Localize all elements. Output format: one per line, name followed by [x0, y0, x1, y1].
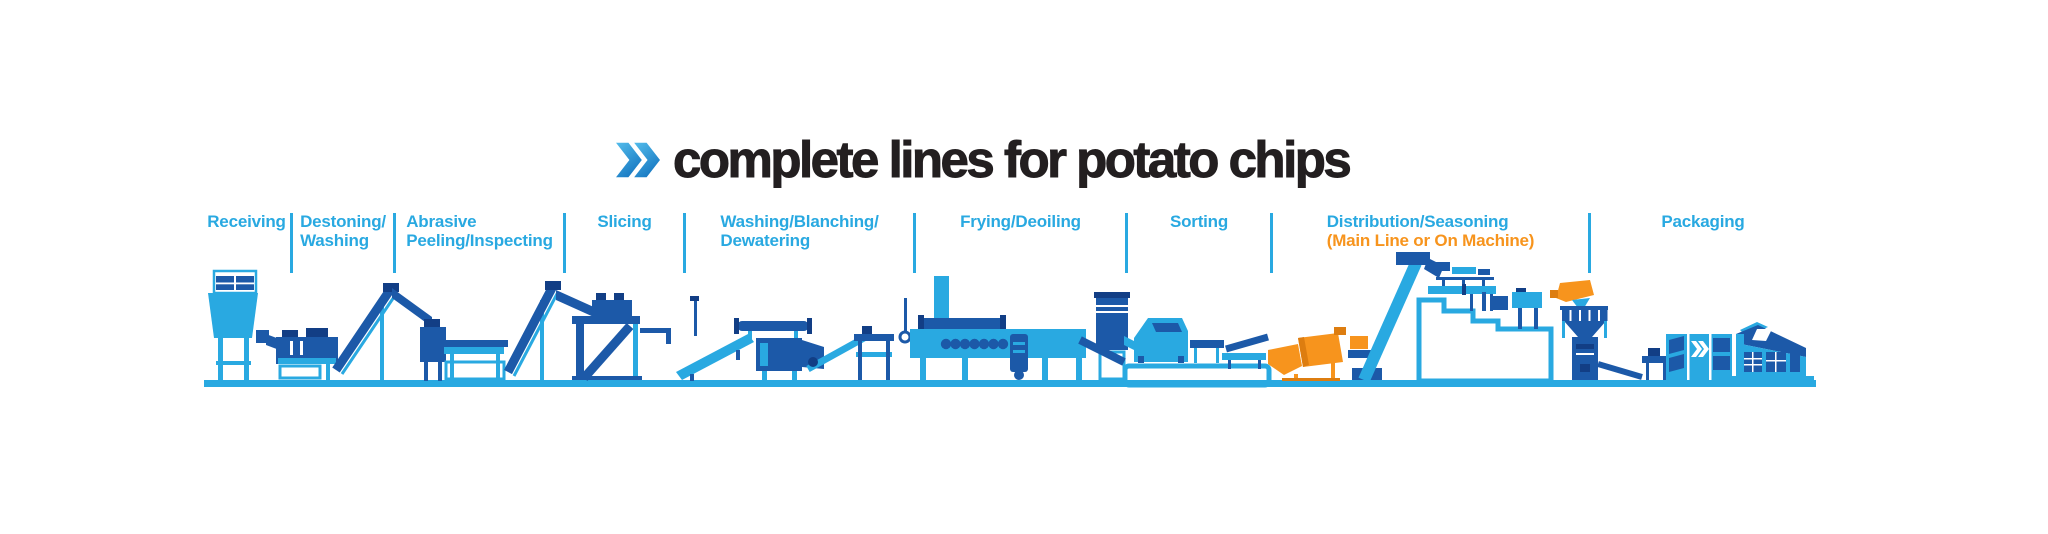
- stage-divider: [683, 213, 686, 273]
- optical-sorter: [1124, 318, 1188, 363]
- stage-label-distribution-seasoning: Distribution/Seasoning(Main Line or On M…: [1273, 212, 1588, 250]
- stage-divider: [1270, 213, 1273, 273]
- on-machine-seasoning-units: [1482, 288, 1542, 329]
- stage-line2: (Main Line or On Machine): [1326, 231, 1535, 250]
- slicer-station: [556, 290, 671, 381]
- destoning-washing-machine: [266, 328, 338, 381]
- stage-label-destoning-washing: Destoning/Washing: [293, 212, 393, 250]
- mezzanine-platform-outline: [1416, 297, 1554, 384]
- flow-wrapper-machine: [1730, 322, 1814, 381]
- stage-divider: [1588, 213, 1591, 273]
- stage-line1: Destoning/: [300, 212, 386, 231]
- stage-divider: [290, 213, 293, 273]
- diagram-title: complete lines for potato chips: [672, 131, 1352, 188]
- washing-blanching-machine: [734, 318, 866, 381]
- stage-label-packaging: Packaging: [1591, 212, 1815, 231]
- stage-divider: [563, 213, 566, 273]
- stage-line1: Washing/Blanching/: [720, 212, 879, 231]
- receiving-hopper: [208, 269, 269, 381]
- double-chevron-icon: [616, 142, 660, 177]
- dewatering-shaker: [854, 326, 894, 380]
- inspection-conveyor: [440, 340, 508, 381]
- elevator-conveyor: [1348, 252, 1444, 383]
- stage-line2: Peeling/Inspecting: [406, 231, 553, 250]
- stage-divider: [913, 213, 916, 273]
- ground-line: [204, 380, 1816, 387]
- incline-conveyor-1: [332, 283, 399, 380]
- stage-line2: Dewatering: [720, 231, 811, 250]
- stage-label-slicing: Slicing: [566, 212, 683, 231]
- salt-hopper-tower: [1094, 292, 1130, 381]
- stage-line1: Frying/Deoiling: [960, 212, 1081, 231]
- diagram-header: complete lines for potato chips: [616, 131, 1352, 188]
- abrasive-peeler: [392, 288, 446, 381]
- stage-line1: Abrasive: [406, 212, 477, 231]
- incline-conveyor-2: [504, 281, 561, 380]
- stage-label-receiving: Receiving: [203, 212, 290, 231]
- stage-label-frying-deoiling: Frying/Deoiling: [916, 212, 1125, 231]
- stage-line2: Washing: [300, 231, 369, 250]
- stage-line1: Receiving: [207, 212, 286, 231]
- case-packer-cabinets: [1666, 334, 1732, 380]
- seasoning-drum: [1268, 327, 1346, 381]
- screen-conveyor: [676, 296, 754, 381]
- stage-line1: Packaging: [1661, 212, 1745, 231]
- stage-label-washing-blanching-dewatering: Washing/Blanching/Dewatering: [686, 212, 913, 250]
- checkweigher-table: [1597, 348, 1670, 380]
- stage-divider: [393, 213, 396, 273]
- multihead-weigher-bagger: [1550, 280, 1608, 380]
- stage-line1: Slicing: [597, 212, 652, 231]
- stage-label-sorting: Sorting: [1128, 212, 1270, 231]
- stage-line1: Sorting: [1169, 212, 1229, 231]
- stage-line1: Distribution/Seasoning: [1326, 212, 1509, 231]
- stage-divider: [1125, 213, 1128, 273]
- sorting-conveyors: [1190, 333, 1269, 369]
- fryer: [898, 276, 1126, 381]
